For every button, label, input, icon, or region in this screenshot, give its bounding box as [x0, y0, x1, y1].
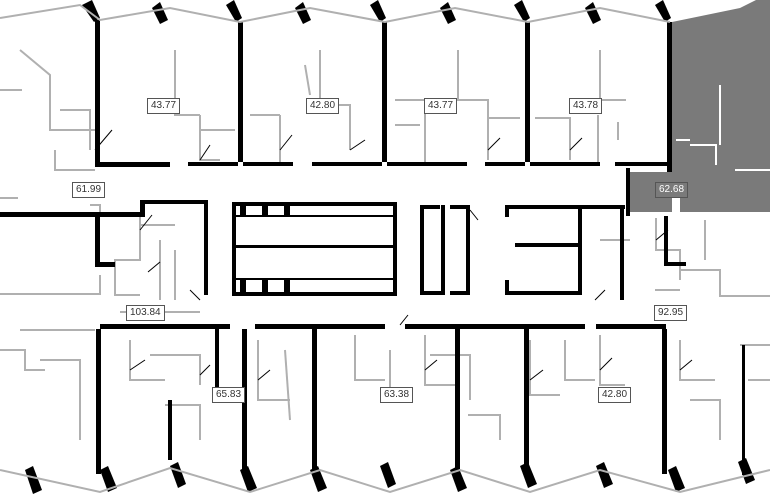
- unit-area-label[interactable]: 42.80: [306, 98, 340, 114]
- unit-area-label[interactable]: 43.77: [147, 98, 181, 114]
- unit-area-label[interactable]: 103.84: [126, 305, 165, 321]
- unit-area-label[interactable]: 65.83: [212, 387, 246, 403]
- structural-walls: [0, 20, 745, 475]
- unit-area-label-selected[interactable]: 62.68: [655, 182, 689, 198]
- unit-area-label[interactable]: 92.95: [654, 305, 688, 321]
- unit-area-label[interactable]: 43.78: [569, 98, 603, 114]
- unit-area-label[interactable]: 63.38: [380, 387, 414, 403]
- unit-62-68-highlight[interactable]: [626, 0, 770, 212]
- unit-area-label[interactable]: 42.80: [598, 387, 632, 403]
- unit-area-label[interactable]: 43.77: [424, 98, 458, 114]
- unit-area-label[interactable]: 61.99: [72, 182, 106, 198]
